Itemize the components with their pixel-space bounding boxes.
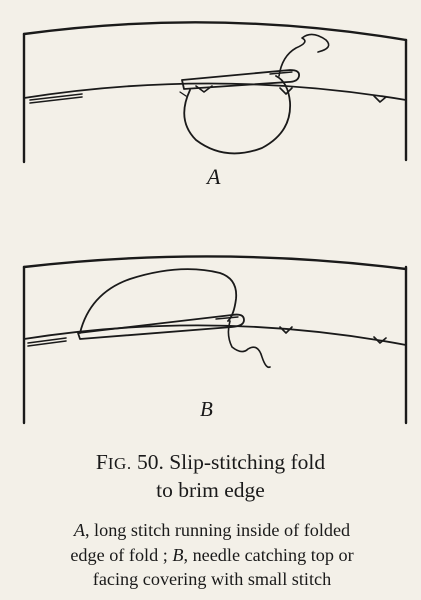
panel-a-thread-tail — [278, 33, 330, 77]
panel-a-fold-left-2 — [29, 96, 83, 104]
panel-a-stitch-1 — [195, 85, 213, 93]
panel-b-fold-left-2 — [27, 340, 67, 347]
panel-a-stitch-2 — [279, 87, 293, 95]
title-line1: Slip-stitching fold — [169, 450, 326, 474]
caption-body-line2: edge of fold ; B, needle catching top or — [12, 543, 412, 568]
caption-a-text: , long stitch running inside of folded — [84, 520, 351, 540]
panel-b-label: B — [200, 397, 213, 421]
caption-a-text2: edge of fold ; — [70, 544, 168, 565]
panel-a-label: A — [207, 164, 221, 189]
panel-a-stitch-3 — [373, 95, 387, 103]
panel-b-stitch-2 — [373, 336, 387, 344]
panel-b-fold-left — [27, 337, 67, 344]
fig-prefix-initial: F — [95, 450, 108, 474]
panel-a-fold-left — [29, 93, 83, 101]
panel-b-needle — [77, 313, 245, 340]
caption-title-line1: FIG. 50. Slip-stitching fold — [0, 449, 421, 477]
caption-body-line3: facing covering with small stitch — [92, 569, 332, 589]
panel-b-stitch-1 — [279, 326, 293, 334]
illustration-panel-b — [22, 255, 408, 425]
caption-b-text: , needle catching top or — [183, 544, 354, 565]
fig-prefix-rest: IG. — [107, 454, 132, 473]
figure-caption-title: FIG. 50. Slip-stitching fold to brim edg… — [0, 449, 421, 504]
caption-title-line2: to brim edge — [156, 478, 265, 502]
figure-caption-body: A, long stitch running inside of folded … — [12, 518, 412, 592]
panel-a-mark-1 — [179, 91, 187, 97]
panel-b-frame-top — [22, 255, 408, 271]
panel-a-needle — [181, 69, 300, 90]
panel-a-brim-edge — [23, 82, 407, 101]
panel-a-frame-top — [22, 21, 408, 42]
fig-number: 50. — [136, 450, 164, 474]
illustration-panel-a — [22, 21, 408, 164]
caption-body-line1: A, long stitch running inside of folded — [12, 518, 412, 543]
panel-b-thread-arch — [79, 268, 238, 334]
panel-b-thread-tail — [227, 320, 271, 369]
caption-key-b: B — [172, 544, 184, 565]
panel-b-brim-edge — [23, 324, 407, 346]
panel-b-needle-eye — [215, 316, 239, 320]
caption-key-a: A — [73, 520, 85, 540]
panel-a-needle-eye — [269, 71, 293, 75]
